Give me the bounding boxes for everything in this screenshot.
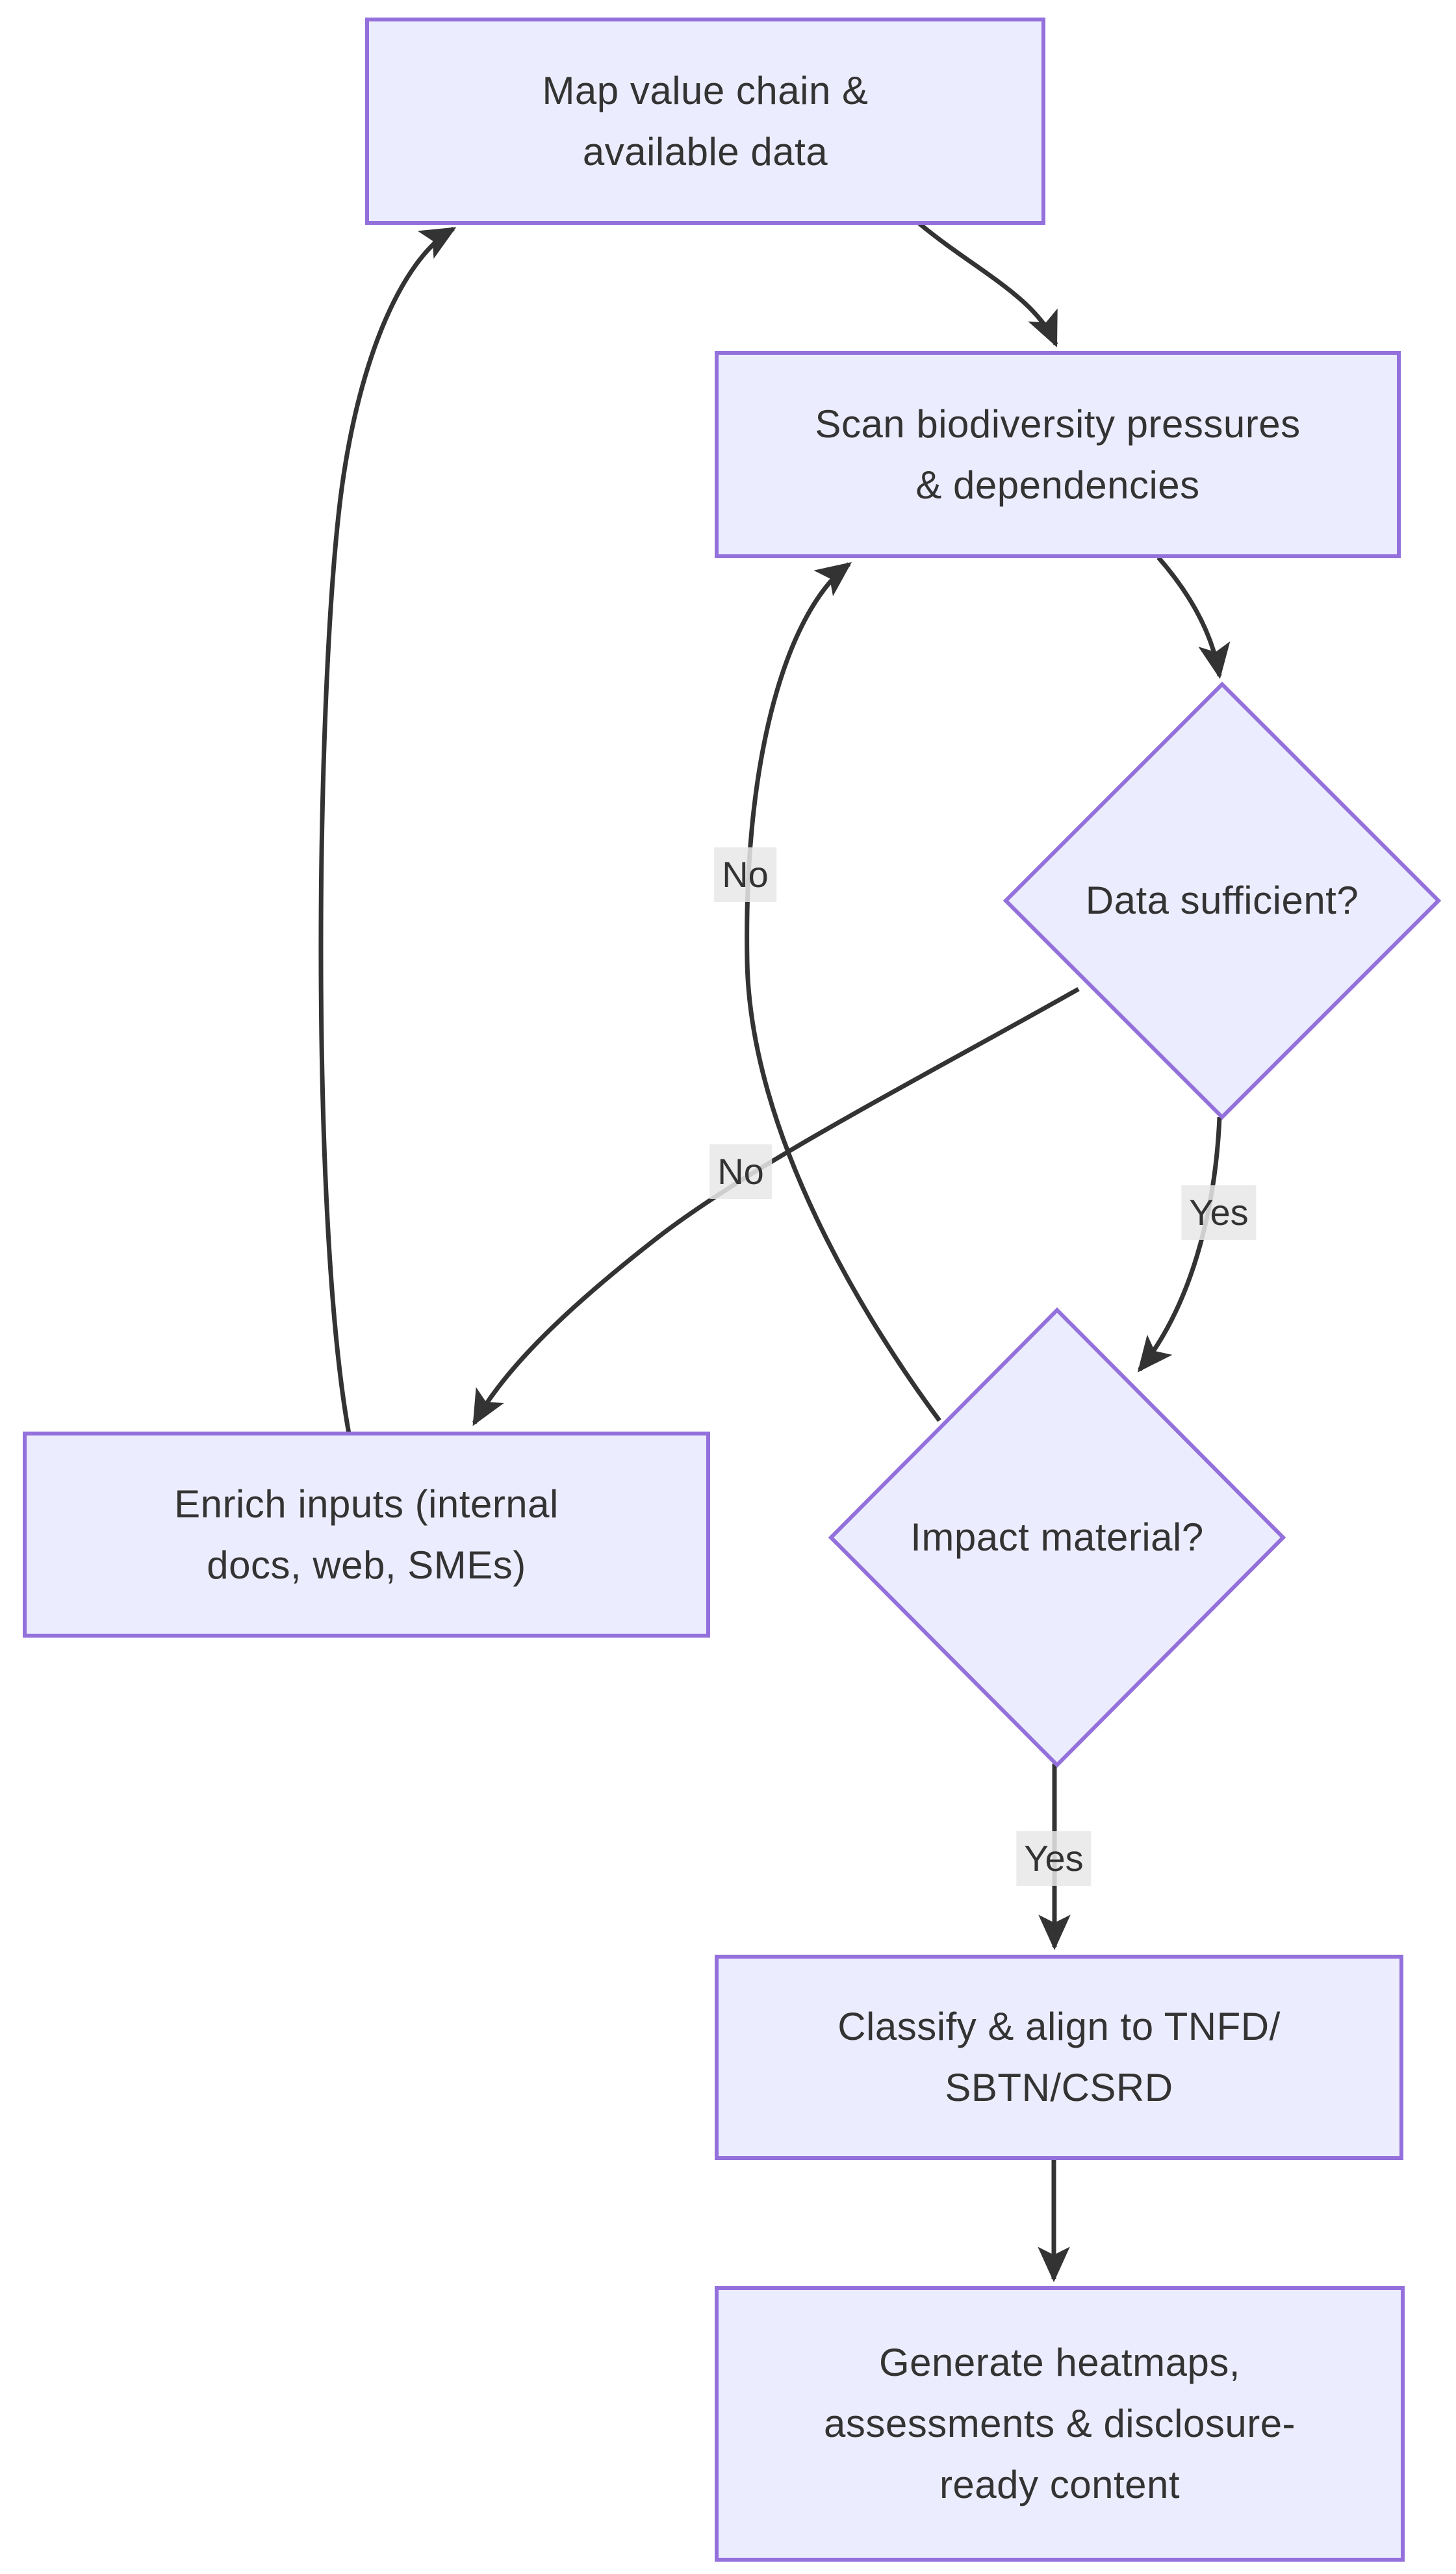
node-classify-align-box [715, 1955, 1403, 2160]
node-generate-outputs-box [715, 2286, 1405, 2562]
edge-label-no-impact-loop: No [714, 847, 776, 902]
edge-label-no-to-enrich: No [709, 1144, 772, 1199]
node-shape-group [23, 18, 1442, 2562]
node-map-value-chain-label: Map value chain &available data [542, 68, 869, 174]
edge-data-sufficient-yes-to-impact [1137, 1116, 1222, 1372]
edge-label-yes-to-impact: Yes [1181, 1185, 1257, 1240]
node-scan-pressures-label: Scan biodiversity pressures& dependencie… [815, 402, 1301, 507]
node-impact-material-diamond [828, 1307, 1286, 1768]
node-enrich-inputs-box [23, 1432, 710, 1638]
node-impact-material-label: Impact material? [910, 1515, 1204, 1559]
edge-map-to-scan [917, 222, 1058, 348]
edge-scan-to-data-sufficient [1156, 556, 1231, 679]
node-data-sufficient-label: Data sufficient? [1085, 879, 1359, 922]
edge-impact-no-to-scan [745, 562, 941, 1422]
node-data-sufficient-diamond [1003, 681, 1442, 1120]
edge-data-sufficient-no-to-enrich [472, 986, 1080, 1426]
node-map-value-chain-box [365, 18, 1045, 225]
edge-label-yes-to-classify: Yes [1016, 1831, 1092, 1886]
node-classify-align-label: Classify & align to TNFD/SBTN/CSRD [837, 2005, 1281, 2109]
node-scan-pressures-box [715, 351, 1401, 558]
edge-enrich-to-map [318, 226, 457, 1434]
node-generate-outputs-label: Generate heatmaps,assessments & disclosu… [823, 2341, 1296, 2506]
